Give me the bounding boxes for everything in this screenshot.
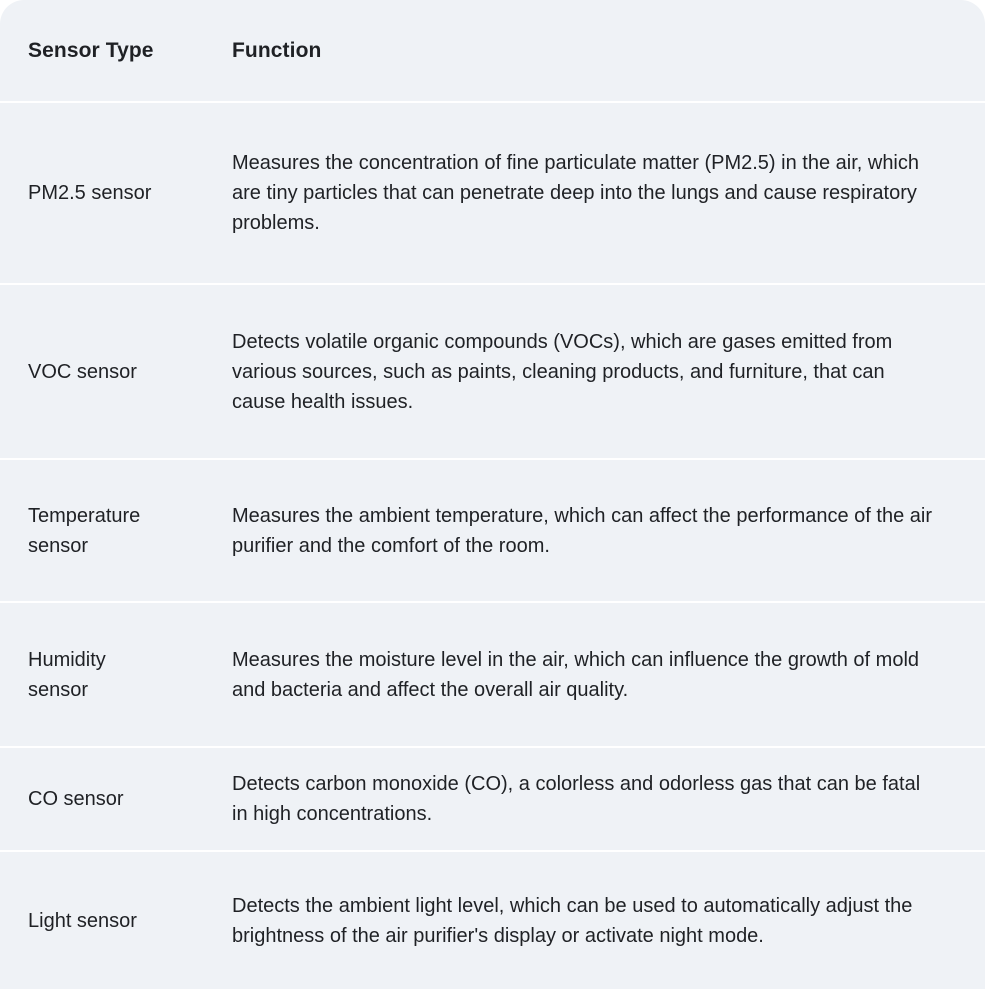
sensor-type-cell: VOC sensor bbox=[28, 360, 137, 383]
table-row: CO sensor Detects carbon monoxide (CO), … bbox=[0, 748, 985, 850]
sensor-function-cell: Measures the ambient temperature, which … bbox=[232, 504, 932, 557]
table-row: Light sensor Detects the ambient light l… bbox=[0, 852, 985, 989]
sensor-function-cell: Detects the ambient light level, which c… bbox=[232, 894, 913, 947]
table-header-row: Sensor Type Function bbox=[0, 0, 985, 101]
table-row: Temperature sensor Measures the ambient … bbox=[0, 460, 985, 601]
sensor-type-cell: Light sensor bbox=[28, 909, 137, 932]
table-row: PM2.5 sensor Measures the concentration … bbox=[0, 103, 985, 283]
sensor-function-cell: Detects carbon monoxide (CO), a colorles… bbox=[232, 773, 921, 825]
table-row: Humidity sensor Measures the moisture le… bbox=[0, 603, 985, 746]
sensor-type-cell: CO sensor bbox=[28, 788, 124, 810]
column-header-sensor-type: Sensor Type bbox=[28, 38, 154, 62]
sensor-function-cell: Measures the concentration of fine parti… bbox=[232, 152, 920, 234]
sensor-type-cell: Temperature sensor bbox=[28, 504, 141, 557]
sensor-type-cell: Humidity sensor bbox=[28, 648, 106, 701]
sensor-type-cell: PM2.5 sensor bbox=[28, 182, 152, 204]
column-header-function: Function bbox=[232, 38, 322, 62]
table-row: VOC sensor Detects volatile organic comp… bbox=[0, 285, 985, 458]
sensor-function-cell: Detects volatile organic compounds (VOCs… bbox=[232, 330, 893, 413]
sensor-function-cell: Measures the moisture level in the air, … bbox=[232, 648, 920, 701]
table-body: PM2.5 sensor Measures the concentration … bbox=[0, 103, 985, 989]
